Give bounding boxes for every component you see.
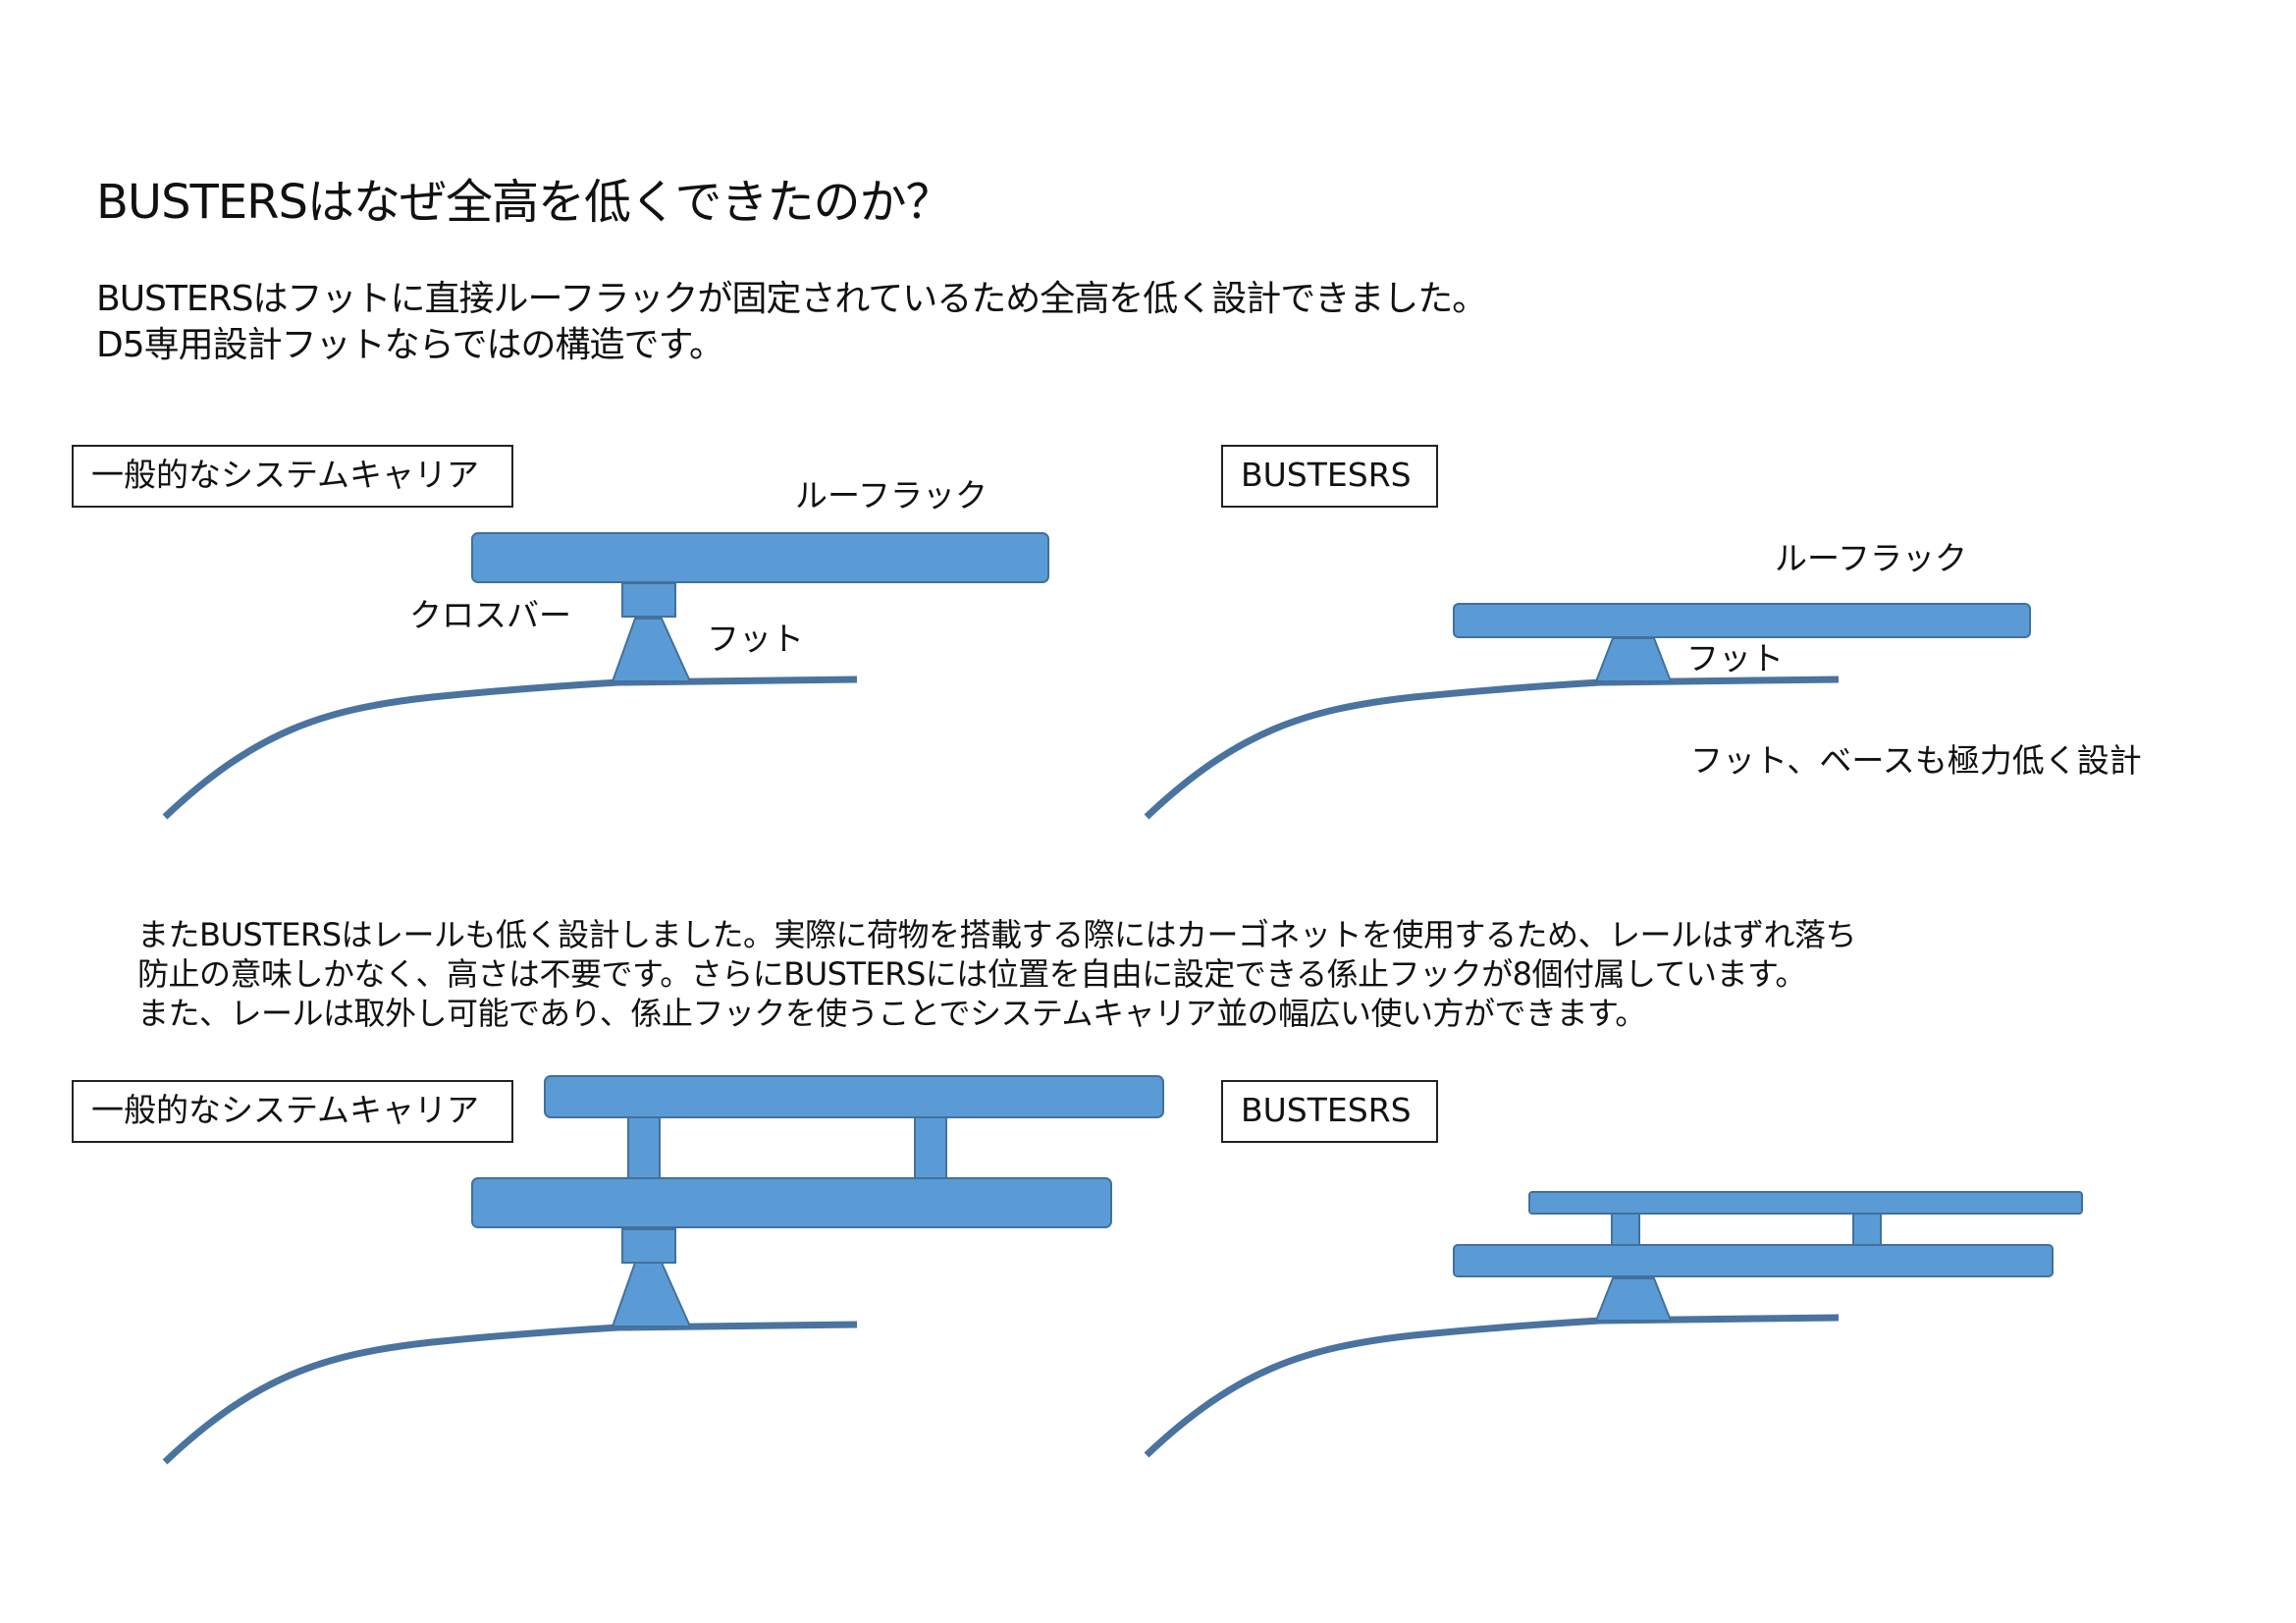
foot-label: フット (707, 620, 804, 658)
roof-rack-base (1453, 1244, 2054, 1277)
busters-diagram-bottom (1144, 1191, 2083, 1458)
rail (1528, 1191, 2083, 1215)
general-carrier-label-top: 一般的なシステムキャリア (72, 445, 513, 508)
busters-diagram-top: ルーフラック フット フット、ベースも極力低く設計 (1144, 539, 2142, 820)
general-carrier-diagram-bottom (162, 1075, 1164, 1465)
busters-label-top: BUSTESRS (1221, 445, 1438, 508)
rail-post-right (1852, 1213, 1882, 1246)
rail-post-right (914, 1116, 947, 1179)
roof-line (1144, 1314, 1840, 1458)
crossbar (621, 582, 676, 618)
paragraph-line-1: またBUSTERSはレールも低く設計しました。実際に荷物を搭載する際にはカーゴネ… (137, 916, 1857, 953)
roof-rack-base (471, 1177, 1112, 1228)
roof-line (162, 1321, 858, 1465)
rail (544, 1075, 1164, 1118)
page-title: BUSTERSはなぜ全高を低くできたのか？ (96, 175, 953, 230)
intro-line-2: D5専用設計フットならではの構造です。 (96, 325, 724, 365)
roof-line (1144, 676, 1840, 820)
paragraph-line-2: 防止の意味しかなく、高さは不要です。さらにBUSTERSには位置を自由に設定でき… (137, 955, 1806, 993)
intro-line-1: BUSTERSはフットに直接ルーフラックが固定されているため全高を低く設計できま… (96, 279, 1487, 319)
crossbar-label: クロスバー (409, 596, 571, 634)
rail-post-left (627, 1116, 661, 1179)
foot (1594, 1277, 1673, 1322)
rail-post-left (1611, 1213, 1640, 1246)
foot (1594, 637, 1673, 682)
foot (611, 618, 692, 682)
general-carrier-diagram-top: ルーフラック クロスバー フット (162, 476, 1049, 820)
busters-label-bottom: BUSTESRS (1221, 1080, 1438, 1143)
roof-rack (471, 532, 1049, 583)
foot-label: フット (1686, 639, 1784, 677)
roof-rack-label: ルーフラック (795, 476, 988, 514)
general-carrier-label-bottom: 一般的なシステムキャリア (72, 1080, 513, 1143)
crossbar (621, 1228, 676, 1264)
roof-rack (1453, 603, 2031, 638)
roof-rack-label: ルーフラック (1775, 539, 1967, 577)
foot (611, 1262, 692, 1327)
roof-line (162, 676, 858, 820)
design-note: フット、ベースも極力低く設計 (1690, 741, 2142, 780)
paragraph-line-3: また、レールは取外し可能であり、係止フックを使うことでシステムキャリア並の幅広い… (137, 995, 1646, 1032)
